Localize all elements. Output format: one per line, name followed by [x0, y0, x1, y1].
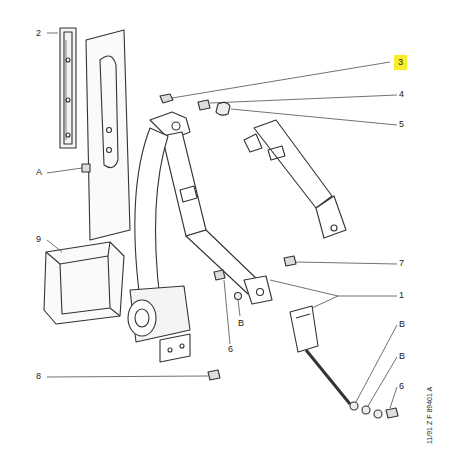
callout-label: B — [399, 319, 405, 330]
callout-label: B — [399, 351, 405, 362]
callout-number: 4 — [399, 89, 404, 100]
callout-number: 7 — [399, 258, 404, 269]
callout-number: 5 — [399, 119, 404, 130]
callout-number: 6 — [399, 381, 404, 392]
callout-number: 2 — [36, 28, 41, 39]
drawing-reference: 11/91 Z F 89401 A — [424, 387, 435, 444]
callout-number: 6 — [228, 344, 233, 355]
callout-number: 1 — [399, 290, 404, 301]
callout-label: B — [238, 318, 244, 329]
callout-label: A — [36, 167, 42, 178]
callout-number: 3 — [394, 55, 407, 70]
callout-number: 9 — [36, 234, 41, 245]
callout-number: 8 — [36, 371, 41, 382]
